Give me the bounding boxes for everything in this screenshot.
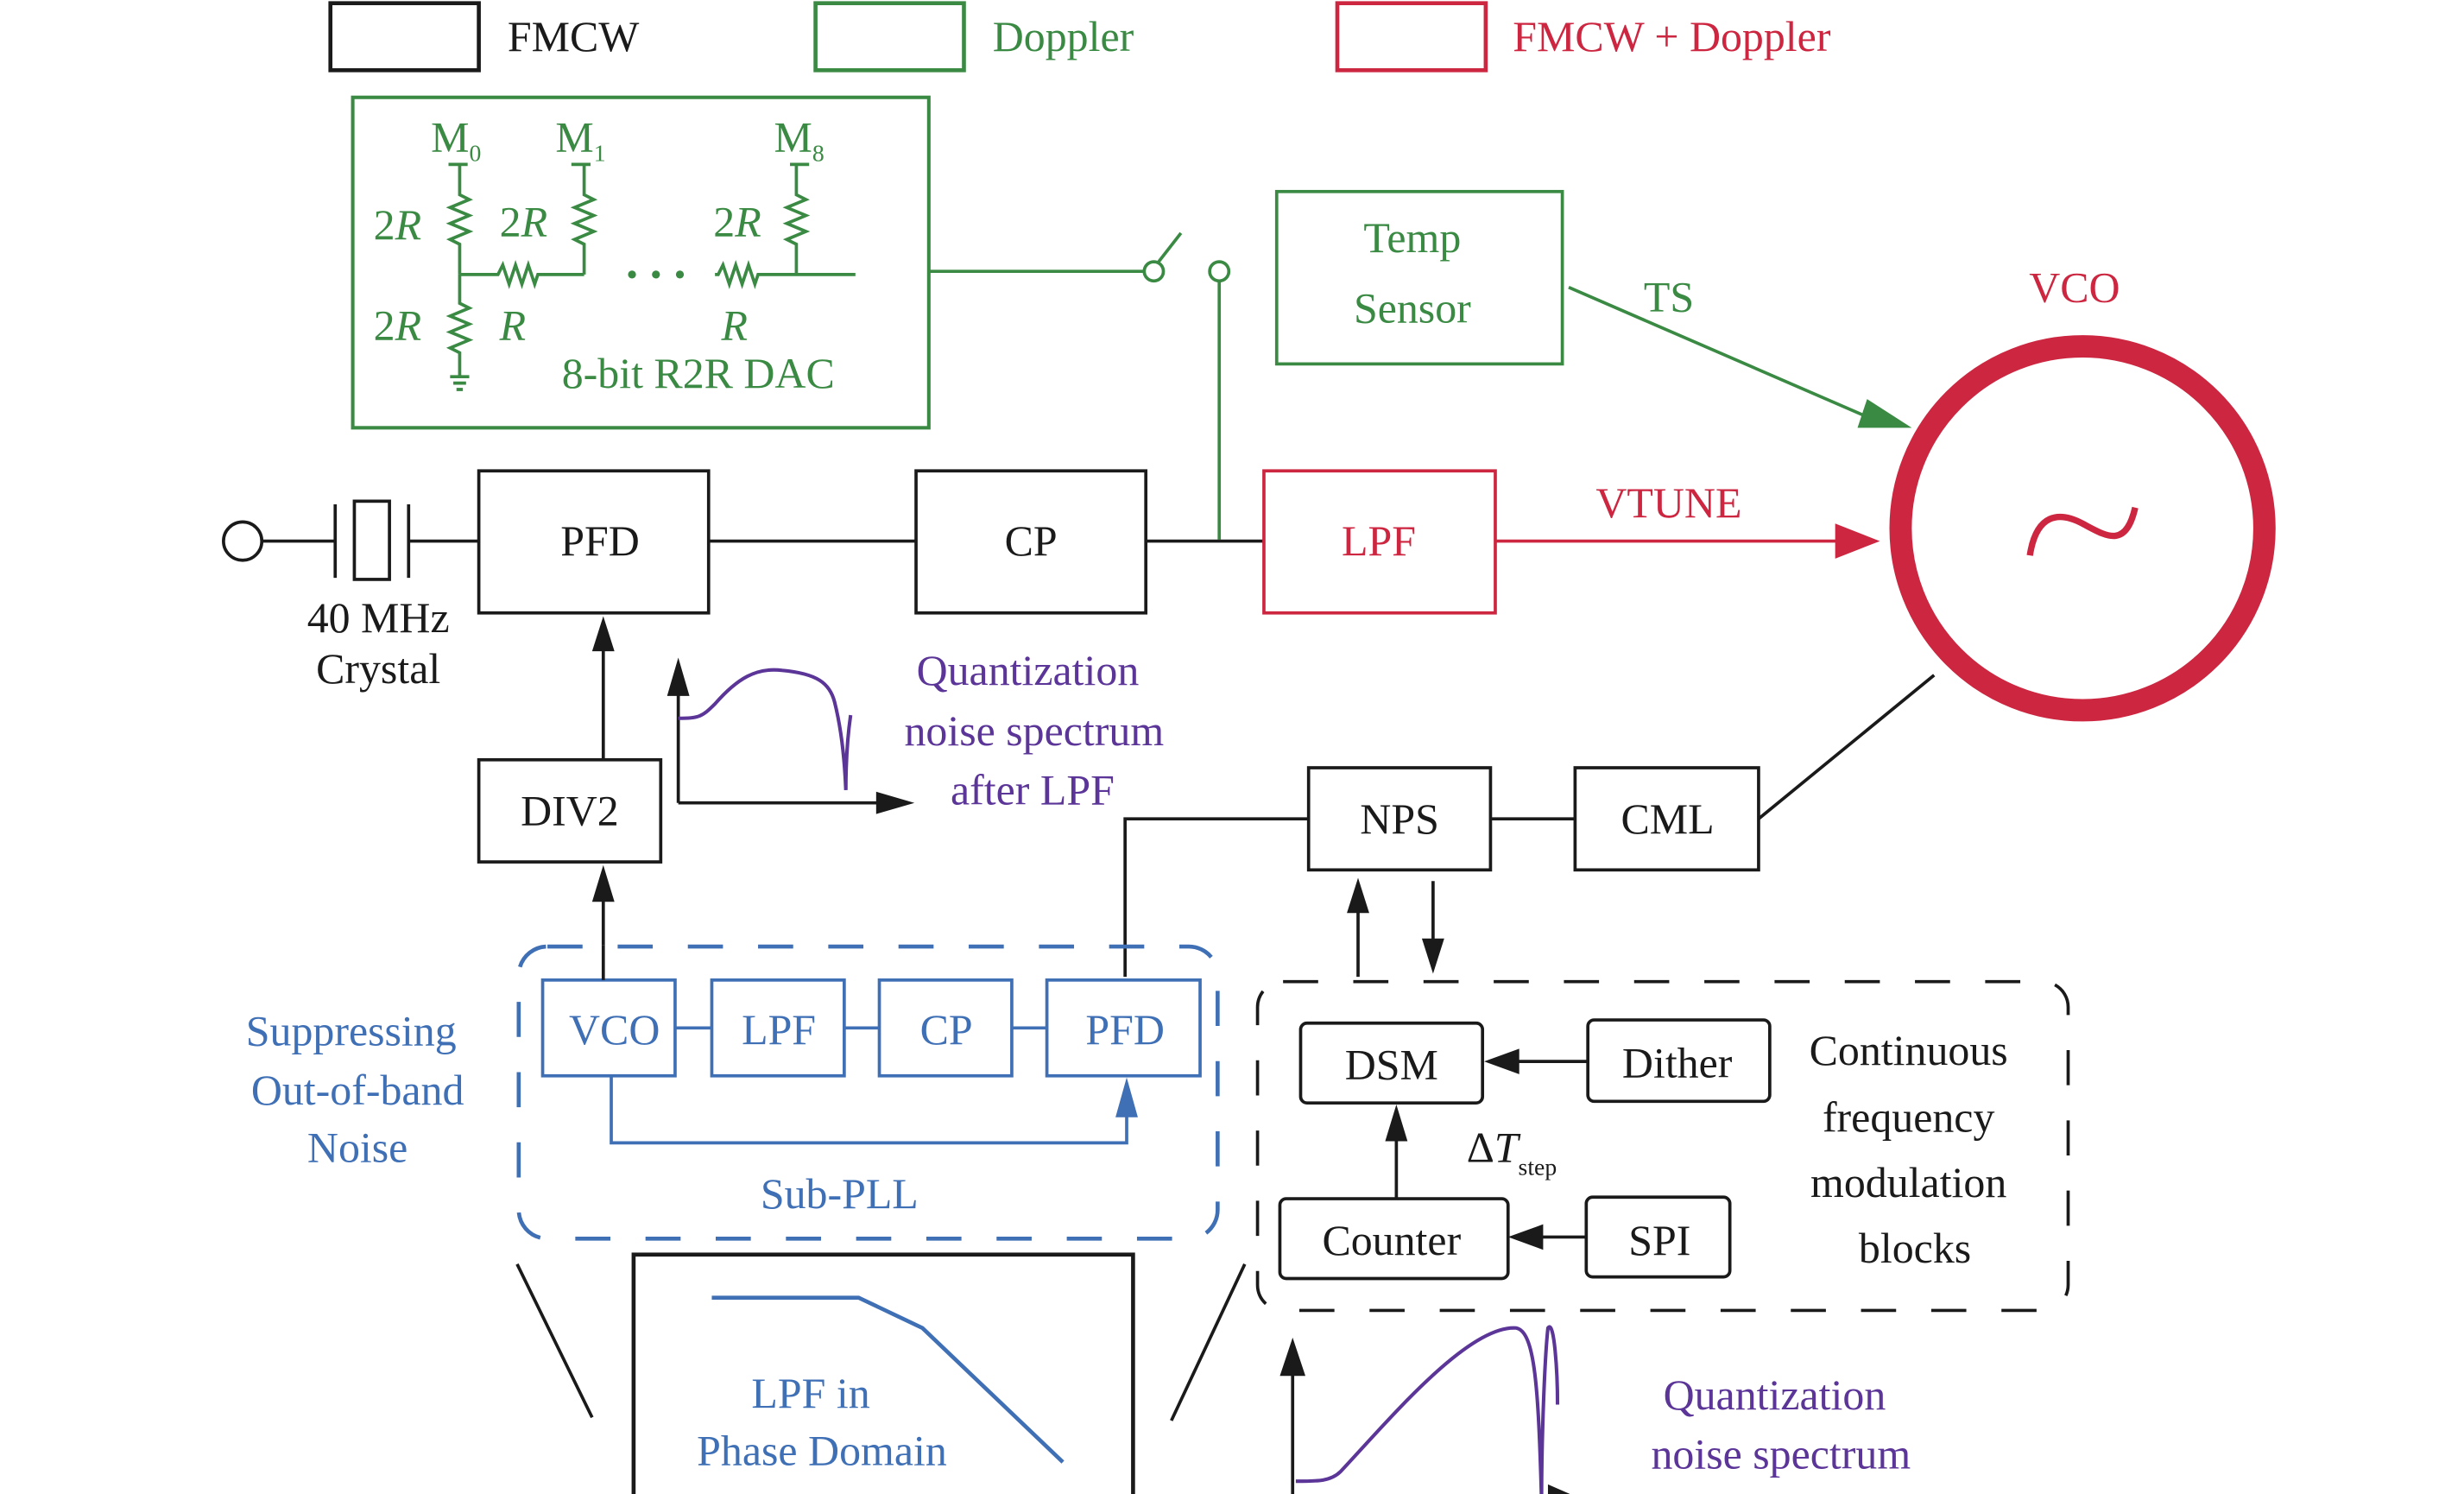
crystal-label-2: Crystal [316,645,440,693]
vtune-label: VTUNE [1595,479,1741,527]
sub-pll-pfd-block [1045,978,1202,1078]
lpf-phase-label-1: LPF in [751,1370,869,1417]
cp-block [914,469,1148,615]
nps-label: NPS [1360,795,1439,843]
legend-label-doppler: Doppler [993,13,1134,60]
resistor-r-1 [459,259,584,289]
switch-blade [1157,231,1183,263]
temp-sensor-label-1: Temp [1363,214,1461,262]
noise-spectrum-label-1: Quantization [1664,1371,1886,1419]
svg-text:2R: 2R [713,199,761,246]
sub-pll-label: Sub-PLL [761,1170,919,1218]
ts-arrow [1568,285,1872,420]
sub-pll-cp-block [877,978,1014,1078]
sub-pll-note-2: Out-of-band [251,1067,464,1114]
temp-sensor-block [1274,189,1564,366]
ts-label: TS [1644,273,1694,320]
counter-label: Counter [1322,1217,1461,1264]
switch-terminal-left [1142,260,1166,283]
sub-pll-cp-label: CP [920,1006,973,1054]
cfm-label-4: blocks [1859,1225,1971,1272]
noise-after-lpf-label-3: after LPF [951,767,1115,814]
main-vco: VCO [1889,263,2276,722]
sub-pll-feedback-arrowhead [1115,1077,1138,1117]
temp-sensor-label-2: Sensor [1354,284,1471,332]
doppler-switch[interactable] [1142,231,1231,283]
sub-pll-vco-block [540,978,677,1078]
sub-pll: VCO LPF CP PFD Sub-PLL Suppressing Out-o… [246,944,1220,1241]
cfm-label-2: frequency [1823,1093,1994,1141]
r2r-dac: M0 M1 M8 2R 2R 2R 2R R R 8-bit R2R DAC [351,95,931,430]
div2-block [477,757,663,864]
vtune-arrowhead [1835,523,1880,559]
crystal-oscillator: 40 MHz Crystal [222,499,479,693]
dac-input-m8: M8 [774,114,824,167]
dac-frame [351,95,931,430]
dsm-label: DSM [1345,1041,1438,1088]
noise-spectrum-label-2: noise spectrum [1651,1430,1911,1478]
sine-wave-icon [2026,506,2139,556]
noise-after-lpf-label-2: noise spectrum [904,707,1164,755]
legend-label-fmcw-doppler: FMCW + Doppler [1513,13,1831,60]
svg-text:2R: 2R [500,199,547,246]
cml-label: CML [1621,795,1715,843]
lpf-phase-frame [631,1252,1135,1494]
ts-arrowhead [1857,399,1912,428]
legend-swatch-doppler [813,1,966,73]
svg-text:R: R [721,302,748,350]
lpf-phase-label-2: Phase Domain [697,1428,947,1475]
legend-swatch-fmcw [328,1,481,73]
sub-pll-pfd-label: PFD [1085,1006,1165,1054]
ground-icon [450,375,470,391]
noise-after-lpf-label-1: Quantization [917,647,1140,694]
crystal-icon [352,499,391,581]
resistor-r-8 [715,259,856,289]
vco-circle [1889,335,2276,722]
resistor-2r-ground [445,274,474,377]
sub-pll-note-1: Suppressing [246,1008,457,1055]
sub-pll-lpf-label: LPF [742,1006,816,1054]
counter-block [1278,1197,1510,1281]
sub-pll-frame [516,944,1220,1241]
legend-label-fmcw: FMCW [508,13,639,60]
ref-input-terminal [222,520,264,562]
noise-after-lpf-curve [678,668,853,790]
legend-swatch-fmcw-doppler [1335,1,1488,73]
cfm-label-1: Continuous [1810,1027,2008,1074]
svg-text:2R: 2R [374,302,421,350]
switch-terminal-right [1208,260,1231,283]
div2-label: DIV2 [521,788,619,835]
pfd-label: PFD [560,517,640,565]
svg-text:2R: 2R [374,201,421,249]
noise-spectrum-curve [1295,1325,1560,1494]
cfm-frame [1255,979,2070,1313]
dsm-block [1298,1021,1485,1105]
sub-pll-lpf-block [710,978,846,1078]
cp-label: CP [1005,517,1058,565]
noise-after-lpf-plot: Quantization noise spectrum after LPF [667,647,1164,814]
dither-label: Dither [1622,1040,1733,1087]
dac-input-m1: M1 [555,114,605,167]
sub-pll-note-3: Noise [307,1124,408,1172]
cfm-blocks: DSM Dither Counter SPI ΔTstep Continuous… [1255,979,2070,1313]
vco-label: VCO [2029,263,2120,311]
resistor-2r-m0 [445,164,474,275]
resistor-2r-m1 [570,164,598,275]
dac-title: 8-bit R2R DAC [562,350,835,397]
svg-text:R: R [499,302,526,350]
delta-t-step-label: ΔTstep [1467,1124,1557,1181]
noise-spectrum-plot: Quantization noise spectrum [1279,1325,1911,1494]
lpf-phase-domain: LPF in Phase Domain [515,1252,1247,1494]
legend: FMCW Doppler FMCW + Doppler [328,1,1831,73]
dac-input-m0: M0 [431,114,481,167]
lpf-block [1262,469,1497,615]
lpf-response-curve [711,1295,1065,1464]
crystal-label-1: 40 MHz [307,594,450,642]
resistor-2r-m8 [782,164,811,275]
spi-label: SPI [1628,1217,1690,1264]
lpf-label: LPF [1342,517,1416,565]
cfm-label-3: modulation [1810,1159,2006,1206]
sub-pll-vco-label: VCO [569,1006,660,1054]
